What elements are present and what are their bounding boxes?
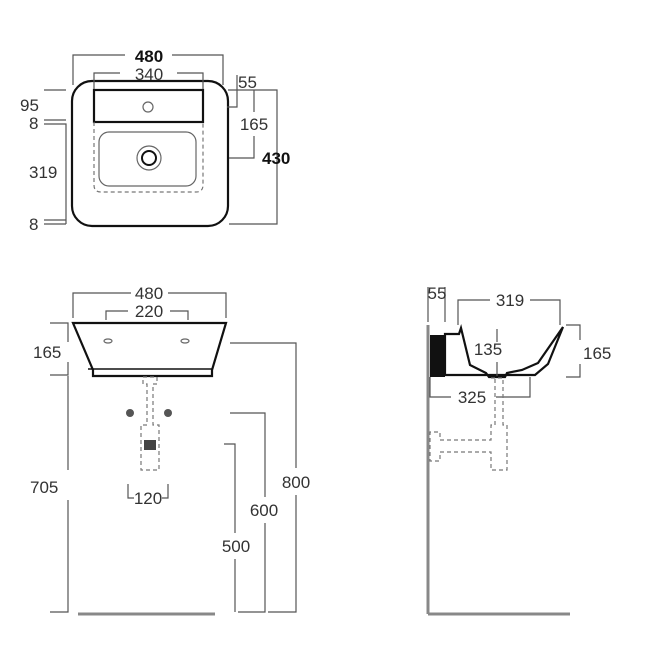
- valve-right-icon: [164, 409, 172, 417]
- dim-bowl-length: 319: [496, 291, 524, 310]
- dim-height-front: 165: [33, 343, 61, 362]
- dim-projection: 325: [458, 388, 486, 407]
- drain-icon: [141, 150, 157, 166]
- dim-bowl-depth-side: 135: [474, 340, 502, 359]
- basin-side: [443, 324, 565, 379]
- dim-overhang: 55: [238, 73, 257, 92]
- dim-tap-spacing: 220: [135, 302, 163, 321]
- tap-deck: [92, 88, 205, 124]
- dim-rim-top: 8: [29, 114, 38, 133]
- hidden-outline: [93, 122, 204, 193]
- front-view: 480 220 120 165 705 800 600 500: [30, 284, 310, 616]
- dim-depth: 430: [262, 149, 290, 168]
- drain-outer-icon: [136, 145, 162, 171]
- inner-bowl: [98, 131, 197, 187]
- dim-drain-depth: 165: [240, 115, 268, 134]
- dim-trap-width: 120: [134, 489, 162, 508]
- basin-front: [71, 321, 228, 378]
- dim-500: 500: [222, 537, 250, 556]
- dim-rim-height: 705: [30, 478, 58, 497]
- tap-hole-icon: [142, 101, 154, 113]
- waste-trap-side: [429, 377, 508, 471]
- dim-deck-depth: 95: [20, 96, 39, 115]
- valve-left-icon: [126, 409, 134, 417]
- top-view: 480 340 55 165 430 95 8 319 8: [20, 47, 290, 234]
- side-view: 55 319 135 165 325: [426, 284, 611, 616]
- dim-800: 800: [282, 473, 310, 492]
- dim-600: 600: [250, 501, 278, 520]
- trap-icon: [144, 440, 156, 450]
- dim-bowl-depth: 319: [29, 163, 57, 182]
- dim-wall-gap: 55: [428, 284, 447, 303]
- dim-width-front: 480: [135, 284, 163, 303]
- dim-deck-width: 340: [135, 65, 163, 84]
- dim-rim-bottom: 8: [29, 215, 38, 234]
- waste-trap: [140, 376, 160, 471]
- dim-width-top: 480: [135, 47, 163, 66]
- dim-height-side: 165: [583, 344, 611, 363]
